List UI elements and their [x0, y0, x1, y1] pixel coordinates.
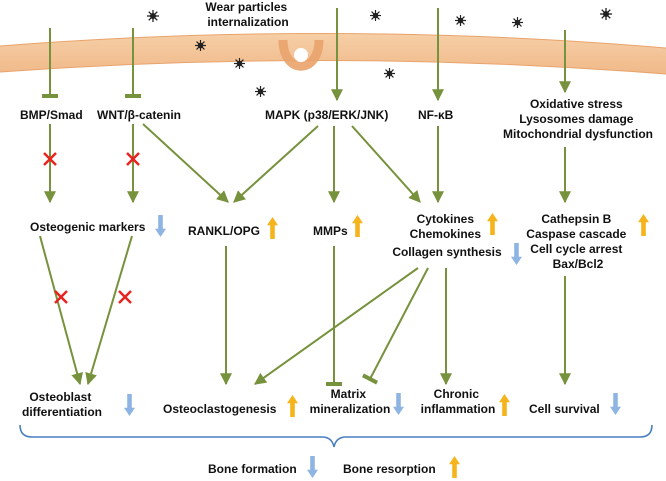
- apoptosis-line-3: Cell cycle arrest: [530, 242, 622, 256]
- osteoblast-line-1: Osteoblast: [29, 390, 91, 404]
- orange-up-arrow-icon: [499, 394, 510, 416]
- apoptosis-line-4: Bax/Bcl2: [553, 257, 604, 271]
- chronic-line-2: inflammation: [421, 402, 496, 416]
- matrix-line-2: mineralization: [310, 402, 391, 416]
- apoptosis-line-1: Cathepsin B: [541, 212, 611, 226]
- bone-resorption-label: Bone resorption: [343, 462, 436, 476]
- orange-up-arrow-icon: [638, 214, 649, 236]
- osteogenic-markers-label: Osteogenic markers: [30, 220, 146, 234]
- title: Wear particles internalization: [205, 0, 290, 29]
- edge-mapk-rankl: [233, 125, 319, 203]
- stress-line-2: Lysosomes damage: [519, 112, 634, 126]
- spiky-particle-icon: [147, 10, 159, 22]
- wnt-beta-catenin-label: WNT/β-catenin: [97, 108, 181, 122]
- spiky-particle-icon: [370, 10, 381, 21]
- edges: [39, 8, 571, 386]
- spiky-particle-icon: [255, 86, 266, 97]
- mapk-label: MAPK (p38/ERK/JNK): [265, 108, 388, 122]
- edge-wnt-rankl: [142, 123, 229, 203]
- blue-down-arrow-icon: [610, 393, 621, 415]
- apoptosis-line-2: Caspase cascade: [526, 227, 626, 241]
- orange-up-arrow-icon: [487, 213, 498, 235]
- blue-down-arrow-icon: [511, 243, 522, 265]
- blue-down-arrow-icon: [124, 394, 135, 416]
- cytokines-line-3: Collagen synthesis: [392, 245, 502, 259]
- cell-survival-label: Cell survival: [529, 402, 600, 416]
- matrix-line-1: Matrix: [331, 387, 367, 401]
- spiky-particle-icon: [455, 15, 466, 26]
- edge-osteogenic-osteoblast-1: [39, 235, 83, 386]
- nf-kb-label: NF-κB: [418, 108, 454, 122]
- blue-down-arrow-icon: [155, 215, 166, 237]
- chronic-inflammation-label: Chronic inflammation: [421, 387, 496, 416]
- orange-up-arrow-icon: [287, 395, 298, 417]
- edge-osteogenic-osteoblast-2: [85, 235, 133, 386]
- osteoclastogenesis-label: Osteoclastogenesis: [163, 402, 277, 416]
- red-x-icon: [118, 290, 132, 304]
- apoptosis-label: Cathepsin B Caspase cascade Cell cycle a…: [526, 212, 629, 271]
- edge-mapk-cytokines: [351, 125, 421, 203]
- stress-line-1: Oxidative stress: [530, 97, 623, 111]
- bone-formation-label: Bone formation: [208, 462, 297, 476]
- orange-up-arrow-icon: [267, 217, 278, 239]
- spiky-particle-icon: [234, 58, 245, 69]
- summary-bracket: [19, 424, 653, 448]
- cytokines-line-1: Cytokines: [417, 212, 475, 226]
- cell-membrane: [0, 33, 666, 75]
- matrix-mineralization-label: Matrix mineralization: [310, 387, 391, 416]
- edge-cytokines-matrix: [361, 267, 429, 385]
- bmp-smad-label: BMP/Smad: [20, 108, 83, 122]
- orange-up-arrow-icon: [449, 456, 460, 478]
- orange-up-arrow-icon: [352, 215, 363, 237]
- stress-label: Oxidative stress Lysosomes damage Mitoch…: [503, 97, 653, 141]
- title-line-2: internalization: [207, 15, 288, 29]
- cytokines-label: Cytokines Chemokines Collagen synthesis: [392, 212, 502, 259]
- chronic-line-1: Chronic: [434, 387, 480, 401]
- osteoblast-label: Osteoblast differentiation: [22, 390, 102, 419]
- title-line-1: Wear particles: [205, 0, 287, 14]
- spiky-particle-icon: [512, 17, 523, 28]
- blue-down-arrow-icon: [393, 393, 404, 415]
- spiky-particle-icon: [195, 40, 206, 51]
- stress-line-3: Mitochondrial dysfunction: [503, 127, 653, 141]
- edge-cytokines-osteoclasto: [254, 267, 419, 385]
- blue-down-arrow-icon: [307, 456, 318, 478]
- cytokines-line-2: Chemokines: [410, 227, 482, 241]
- rankl-opg-label: RANKL/OPG: [188, 224, 260, 238]
- osteoblast-line-2: differentiation: [22, 405, 102, 419]
- mmps-label: MMPs: [313, 224, 348, 238]
- spiky-particle-icon: [384, 68, 395, 79]
- spiky-particle-icon: [600, 8, 612, 20]
